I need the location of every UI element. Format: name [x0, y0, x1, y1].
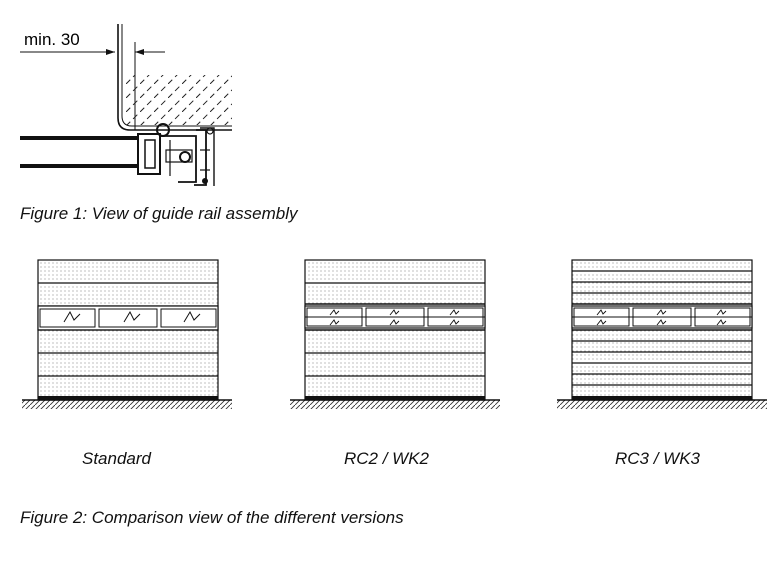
version-label-rc3-wk3: RC3 / WK3 [615, 449, 701, 468]
door-rc2-wk2 [290, 259, 500, 409]
figure-1-caption: Figure 1: View of guide rail assembly [20, 204, 298, 223]
door-standard [22, 259, 232, 409]
door-rc3-wk3 [557, 259, 767, 409]
guide-rail-assembly-drawing: min. 30 [20, 24, 232, 186]
figure-2-caption: Figure 2: Comparison view of the differe… [20, 508, 404, 527]
door-versions-comparison [22, 259, 767, 409]
version-label-rc2-wk2: RC2 / WK2 [344, 449, 430, 468]
dimension-label: min. 30 [24, 30, 80, 49]
version-label-standard: Standard [82, 449, 151, 468]
